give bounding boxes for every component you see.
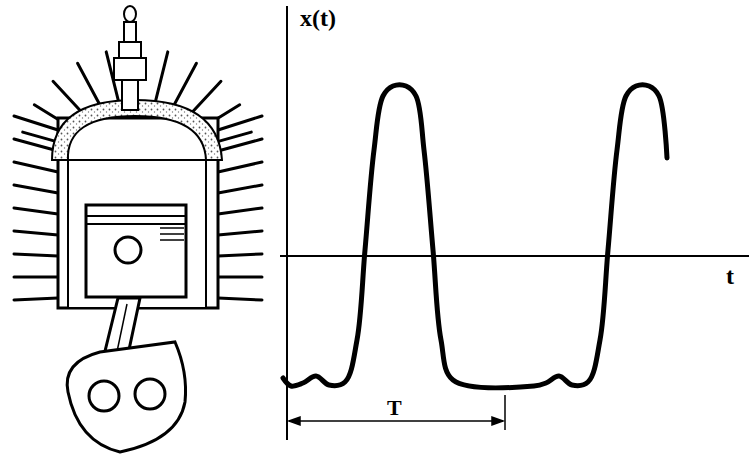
- fin: [218, 276, 262, 279]
- fin: [156, 52, 168, 100]
- y-axis: [286, 6, 288, 440]
- fin: [173, 63, 196, 106]
- fin: [14, 254, 58, 256]
- fin: [14, 185, 58, 193]
- fin: [218, 162, 262, 172]
- cylinder-barrel: [58, 118, 218, 308]
- piston: [86, 205, 186, 297]
- fin: [218, 254, 262, 256]
- period-marker: [287, 395, 505, 438]
- fin: [218, 116, 262, 130]
- x-axis: [280, 255, 749, 257]
- fin: [78, 63, 101, 106]
- fin: [14, 231, 58, 235]
- fin: [14, 298, 58, 300]
- fin: [14, 276, 58, 279]
- fin: [14, 162, 58, 172]
- period-label: T: [385, 397, 404, 419]
- axis-label: x(t): [298, 6, 338, 30]
- fin: [218, 208, 262, 214]
- signal-curve: [283, 85, 667, 388]
- fin: [218, 231, 262, 235]
- cylinder-bore: [68, 160, 206, 308]
- fin: [14, 208, 58, 214]
- crankshaft: [67, 342, 185, 452]
- fin: [218, 298, 262, 300]
- fin: [218, 185, 262, 193]
- axis-label: t: [724, 264, 736, 288]
- spark-plug: [114, 6, 146, 110]
- fin: [14, 116, 58, 130]
